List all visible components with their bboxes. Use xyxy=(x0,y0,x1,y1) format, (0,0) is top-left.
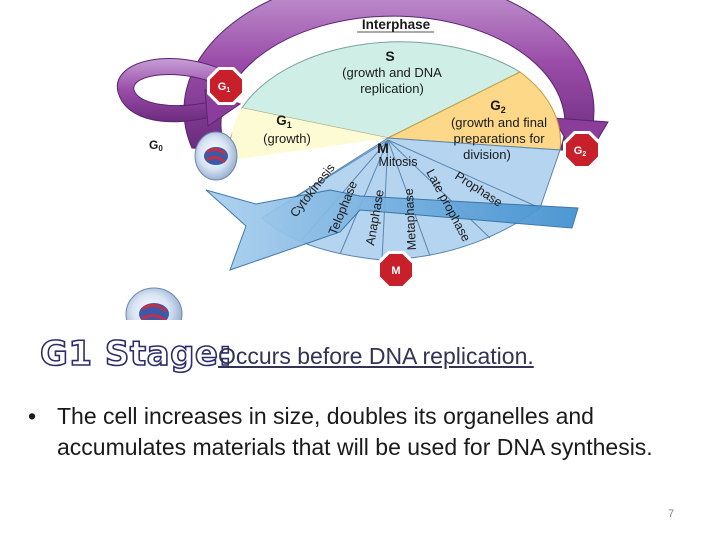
m-phase-arrow xyxy=(205,189,579,271)
interphase-label: Interphase xyxy=(362,17,431,32)
bullet-item: • The cell increases in size, doubles it… xyxy=(28,401,708,463)
s-phase-wedge xyxy=(241,41,522,139)
stage-heading: G1 Stage: xyxy=(39,333,233,375)
svg-text:G2: G2 xyxy=(574,145,587,158)
stage-description: Occurs before DNA replication. xyxy=(218,343,534,369)
g0-label: G0 xyxy=(149,138,163,153)
g2-phase-title: G2 xyxy=(490,98,506,115)
svg-text:G1: G1 xyxy=(218,81,231,94)
mitosis-label: Mitosis xyxy=(379,155,418,169)
checkpoint-g2: G2 xyxy=(563,131,601,169)
svg-text:M: M xyxy=(391,265,400,277)
s-phase-line1: (growth and DNA xyxy=(342,65,442,80)
s-phase-title: S xyxy=(385,48,394,64)
stage-metaphase: Metaphase xyxy=(402,188,419,251)
cell-image-top xyxy=(194,131,238,181)
cell-cycle-diagram: Interphase G0 S (growth and DNA replicat… xyxy=(116,0,609,320)
g1-phase-title: G1 xyxy=(276,113,292,130)
bullet-text: The cell increases in size, doubles its … xyxy=(57,403,653,460)
m-label: M xyxy=(377,140,389,156)
g1-phase-line1: (growth) xyxy=(263,131,311,146)
checkpoint-g1: G1 xyxy=(207,67,245,105)
s-phase-line2: replication) xyxy=(360,81,424,96)
interphase-arrow xyxy=(183,0,595,151)
g2-phase-line3: division) xyxy=(463,147,511,162)
page-number: 7 xyxy=(668,508,675,520)
g1-phase-wedge-main xyxy=(231,108,388,160)
g2-phase-wedge xyxy=(386,71,561,151)
g2-phase-line1: (growth and final xyxy=(451,115,547,130)
cell-image-bottom xyxy=(125,287,183,320)
checkpoint-m: M xyxy=(377,251,415,289)
bullet-dot: • xyxy=(28,403,37,429)
g2-phase-line2: preparations for xyxy=(453,131,545,146)
